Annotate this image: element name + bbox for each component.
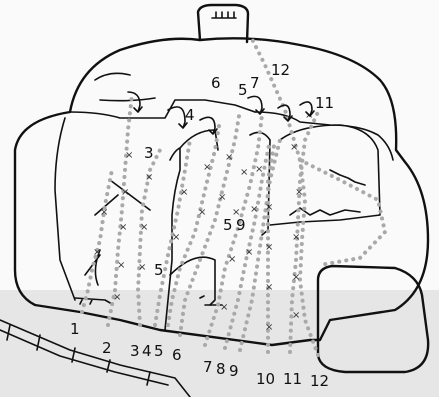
bolt-mark: × [113, 292, 121, 303]
face-label: 3 [144, 144, 154, 162]
face-label: 11 [315, 94, 334, 112]
bolt-mark: × [295, 187, 303, 198]
bolt-mark: × [220, 302, 228, 313]
bolt-mark: × [138, 262, 146, 273]
bolt-mark: × [290, 142, 298, 153]
anchor-arrow [300, 102, 314, 116]
bolt-mark: × [172, 232, 180, 243]
base-label-11: 11 [283, 370, 302, 388]
bolt-mark: × [140, 222, 148, 233]
face-label: 12 [271, 61, 290, 79]
bolt-mark: × [93, 247, 101, 258]
left-face [55, 118, 75, 300]
bolt-mark: × [265, 282, 273, 293]
face-label: 5 [154, 261, 164, 279]
rock-edge [70, 100, 255, 118]
bolt-mark: × [292, 310, 300, 321]
face-label: 5 [238, 81, 248, 99]
rock-edge [95, 73, 155, 100]
base-label-10: 10 [256, 370, 275, 388]
bolt-mark: × [145, 172, 153, 183]
anchor-arrow [128, 92, 142, 112]
base-label-8: 8 [216, 360, 226, 378]
face-label: 7 [250, 74, 260, 92]
right-crack [290, 208, 360, 215]
bolt-mark: × [250, 204, 258, 215]
bolt-mark: × [117, 260, 125, 271]
bolt-mark: × [119, 222, 127, 233]
base-label-5: 5 [154, 342, 164, 360]
bolt-mark: × [292, 232, 300, 243]
bolt-mark: × [225, 152, 233, 163]
bolt-mark: × [245, 247, 253, 258]
base-label-7: 7 [203, 358, 213, 376]
face-label: 5 [223, 216, 233, 234]
base-label-4: 4 [142, 342, 152, 360]
face-label: 9 [236, 216, 246, 234]
bolt-mark: × [203, 162, 211, 173]
face-label: 4 [185, 106, 195, 124]
bolt-mark: × [228, 254, 236, 265]
bolt-mark: × [218, 192, 226, 203]
bolt-mark: × [121, 187, 129, 198]
base-label-6: 6 [172, 346, 182, 364]
bolt-mark: × [240, 167, 248, 178]
summit-mark [212, 12, 236, 18]
bolt-mark: × [265, 202, 273, 213]
base-label-1: 1 [70, 320, 80, 338]
base-label-9: 9 [229, 362, 239, 380]
bolt-mark: × [292, 272, 300, 283]
right-seam [330, 170, 365, 185]
right-block [270, 125, 380, 225]
bolt-mark: × [125, 150, 133, 161]
base-label-12: 12 [310, 372, 329, 390]
summit-block [198, 5, 248, 42]
bolt-mark: × [265, 322, 273, 333]
bolt-mark: × [265, 242, 273, 253]
base-label-3: 3 [130, 342, 140, 360]
bolt-mark: × [180, 187, 188, 198]
face-label: 6 [211, 74, 221, 92]
bolt-mark: × [255, 164, 263, 175]
bolt-mark: × [198, 207, 206, 218]
base-label-2: 2 [102, 339, 112, 357]
bolt-mark: × [100, 207, 108, 218]
